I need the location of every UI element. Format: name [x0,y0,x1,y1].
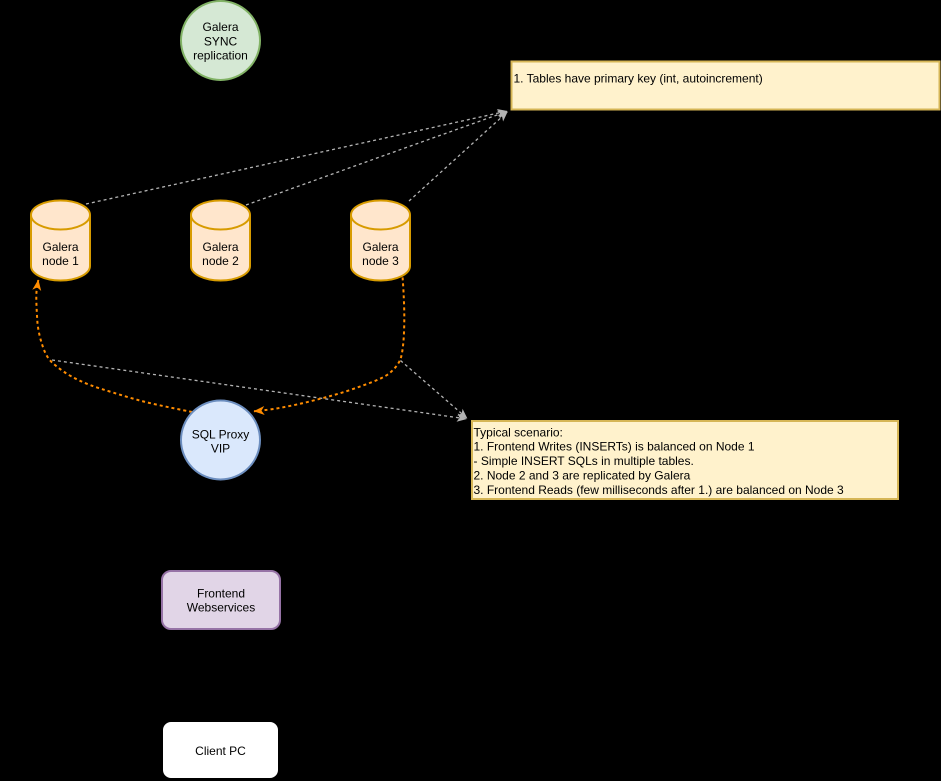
svg-text:Client PC: Client PC [195,744,246,758]
svg-text:1. Tables have primary key (in: 1. Tables have primary key (int, autoinc… [514,72,763,86]
svg-text:Typical scenario:: Typical scenario: [474,425,563,439]
svg-text:2. Node 2 and 3 are replicated: 2. Node 2 and 3 are replicated by Galera [474,469,691,483]
svg-text:node 1: node 1 [42,254,79,268]
svg-text:node 2: node 2 [202,254,239,268]
svg-text:- Simple INSERT SQLs in multip: - Simple INSERT SQLs in multiple tables. [474,454,694,468]
svg-text:Galera: Galera [42,240,78,254]
svg-text:replication: replication [193,48,248,62]
svg-text:Galera: Galera [362,240,398,254]
svg-text:3. Frontend Reads (few millise: 3. Frontend Reads (few milliseconds afte… [474,483,845,497]
svg-text:SQL Proxy: SQL Proxy [192,427,250,441]
svg-text:SYNC: SYNC [204,34,238,48]
svg-text:1. Frontend Writes (INSERTs) i: 1. Frontend Writes (INSERTs) is balanced… [474,440,755,454]
svg-text:Webservices: Webservices [187,601,255,615]
svg-text:node 3: node 3 [362,254,399,268]
svg-text:Galera: Galera [202,20,238,34]
svg-text:Galera: Galera [202,240,238,254]
svg-text:VIP: VIP [211,441,230,455]
svg-text:Frontend: Frontend [197,586,245,600]
